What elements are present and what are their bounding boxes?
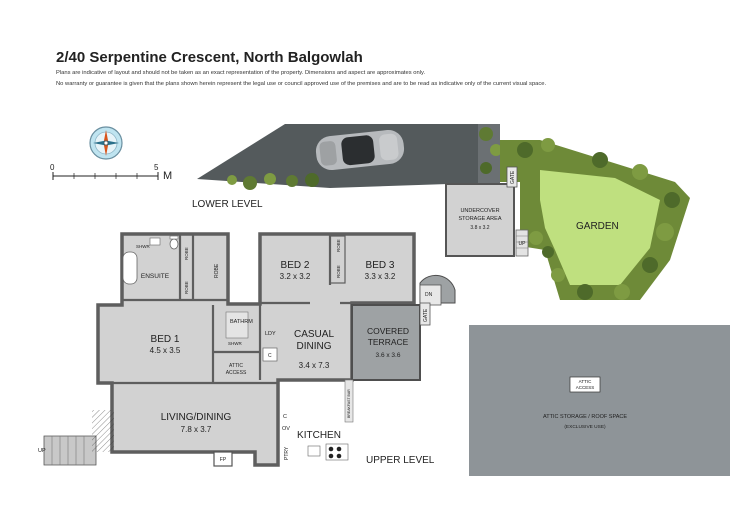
kitchen-cupboard: C: [283, 414, 287, 420]
terrace-stairs: DN GATE: [419, 274, 456, 326]
scale-unit: M: [163, 170, 172, 182]
garden-label: GARDEN: [576, 221, 619, 232]
attic-access-label-2: ACCESS: [226, 370, 247, 376]
toilet-icon: [169, 235, 179, 250]
ensuite-label: ENSUITE: [141, 273, 170, 280]
bathroom-label: BATHRM: [230, 319, 253, 325]
compass-icon: [89, 126, 123, 160]
kitchen-label: KITCHEN: [297, 430, 341, 441]
upper-gate-label: GATE: [423, 308, 429, 322]
fireplace-label: FP: [220, 457, 227, 463]
storage-title-1: UNDERCOVER: [460, 208, 499, 214]
covered-label-1: COVERED: [367, 326, 409, 336]
disclaimer-line-2: No warranty or guarantee is given that t…: [56, 81, 547, 87]
pantry-label: PTRY: [284, 446, 290, 460]
page-title: 2/40 Serpentine Crescent, North Balgowla…: [56, 49, 363, 66]
lower-up-label: UP: [519, 241, 527, 247]
attic-access-box-1: ATTIC: [579, 379, 592, 384]
lower-level-label: LOWER LEVEL: [192, 199, 263, 210]
bed1-name: BED 1: [151, 334, 180, 345]
bath-icon: [122, 251, 138, 285]
lower-gate-label: GATE: [510, 170, 516, 184]
bed2-robe: ROBE: [336, 239, 341, 252]
garden: GARDEN: [500, 138, 690, 300]
scale-start: 0: [50, 163, 55, 172]
entry-stairs: UP: [38, 410, 114, 466]
ensuite-robe-1: ROBE: [184, 247, 189, 260]
casual-dining-dims: 3.4 x 7.3: [299, 361, 330, 370]
casual-dining-label-1: CASUAL: [294, 329, 334, 340]
shrubs: [227, 127, 502, 190]
casual-dining-label-2: DINING: [297, 341, 332, 352]
attic-note: (EXCLUSIVE USE): [564, 424, 606, 430]
bed2-dims: 3.2 x 3.2: [280, 272, 311, 281]
scale-bar: 0 5 M: [50, 163, 172, 182]
cooktop-icon: [325, 443, 349, 461]
bed3-robe: ROBE: [336, 265, 341, 278]
attic-storage: ATTIC ACCESS ATTIC STORAGE / ROOF SPACE …: [469, 325, 730, 476]
bed3-dims: 3.3 x 3.2: [365, 272, 396, 281]
scale-end: 5: [154, 163, 159, 172]
covered-terrace: COVERED TERRACE 3.6 x 3.6: [351, 304, 421, 381]
bed2-name: BED 2: [281, 260, 310, 271]
storage-title-2: STORAGE AREA: [459, 216, 502, 222]
bathroom-shower-label: SHWR: [228, 341, 242, 346]
attic-access-label-1: ATTIC: [229, 363, 243, 369]
car-icon: [315, 129, 405, 171]
laundry-label: LDY: [265, 331, 276, 337]
attic-title: ATTIC STORAGE / ROOF SPACE: [543, 414, 627, 420]
bed1-robe-side: ROBE: [214, 263, 220, 278]
bed1-dims: 4.5 x 3.5: [150, 346, 181, 355]
covered-label-2: TERRACE: [368, 337, 409, 347]
bed3-name: BED 3: [366, 260, 395, 271]
living-dining-label: LIVING/DINING: [161, 412, 232, 423]
laundry-cupboard: C: [268, 353, 272, 359]
ensuite-robe-2: ROBE: [184, 281, 189, 294]
dn-label: DN: [425, 292, 433, 298]
upper-level-label: UPPER LEVEL: [366, 455, 435, 466]
storage-dims: 3.8 x 3.2: [470, 225, 489, 231]
entry-up-label: UP: [38, 448, 46, 454]
covered-dims: 3.6 x 3.6: [376, 352, 401, 359]
ensuite-shower-label: SHWR: [136, 244, 150, 249]
living-dining-dims: 7.8 x 3.7: [181, 425, 212, 434]
oven-label: OV: [282, 426, 290, 432]
undercover-storage: UNDERCOVER STORAGE AREA 3.8 x 3.2: [445, 183, 515, 257]
breakfast-bar-label: BREAKFAST BAR: [347, 389, 351, 418]
attic-access-box-2: ACCESS: [576, 385, 595, 390]
disclaimer-line-1: Plans are indicative of layout and shoul…: [56, 70, 426, 76]
